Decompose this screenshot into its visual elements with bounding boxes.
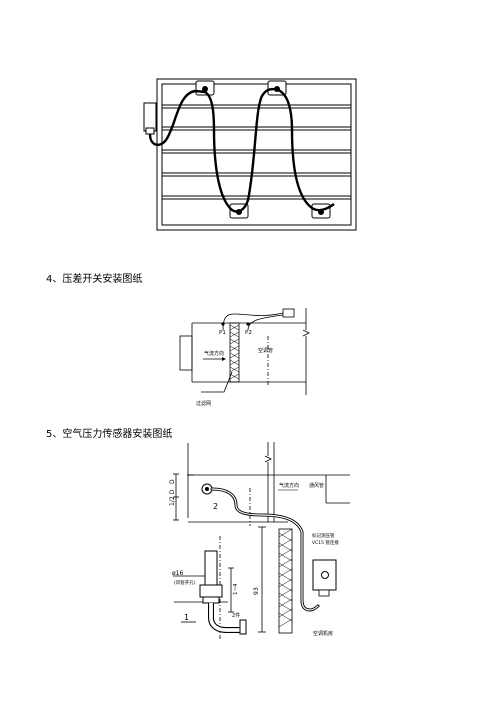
phi-note: (风管开孔) bbox=[174, 579, 196, 586]
air-pressure-sensor-diagram: 1/2 D D 2 气流方向 通风管 标记测压管 VC15 管连接 93 1~4… bbox=[169, 442, 350, 640]
dim-range: 1~4 bbox=[233, 583, 239, 595]
dim-93: 93 bbox=[253, 587, 260, 595]
pressure-switch-diagram: P1 P2 气流方向 空调管 过滤网 bbox=[179, 308, 310, 407]
vent-duct-label: 通风管 bbox=[309, 482, 324, 489]
airflow-label: 气流方向 bbox=[204, 350, 224, 357]
tube-note-2: VC15 管连接 bbox=[312, 539, 339, 546]
label-1: 1 bbox=[184, 613, 189, 622]
section5-heading: 5、空气压力传感器安装图纸 bbox=[46, 429, 173, 440]
tube-note-1: 标记测压管 bbox=[312, 532, 335, 539]
filter-label: 过滤网 bbox=[196, 400, 211, 407]
airflow-direction-label: 气流方向 bbox=[279, 482, 299, 489]
ahu-label: 空调机房 bbox=[313, 630, 333, 637]
duct-label: 空调管 bbox=[258, 347, 273, 354]
dim-2: 2件 bbox=[232, 612, 240, 619]
phi16-label: ø16 bbox=[172, 570, 183, 577]
p1-label: P1 bbox=[219, 330, 226, 336]
dim-half-d: 1/2 D bbox=[169, 489, 176, 506]
p2-label: P2 bbox=[245, 330, 252, 336]
capillary-install-diagram bbox=[143, 78, 357, 231]
callout-2: 2 bbox=[213, 502, 218, 511]
section4-heading: 4、压差开关安装图纸 bbox=[46, 274, 143, 285]
dim-d: D bbox=[169, 479, 176, 484]
